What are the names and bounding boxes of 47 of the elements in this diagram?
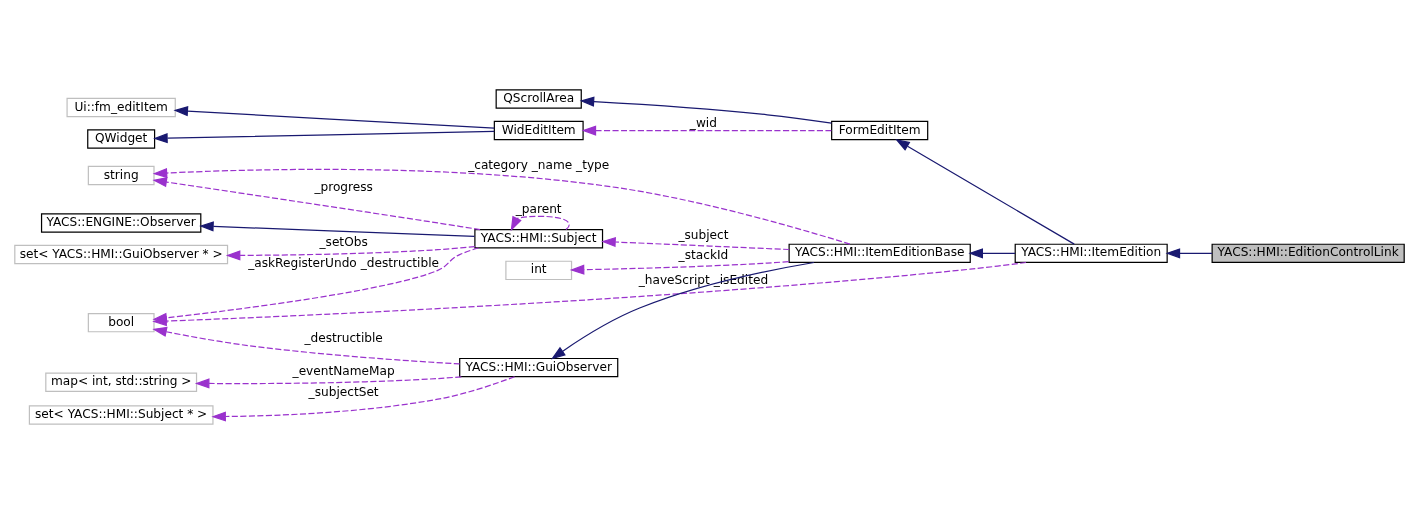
edge-label: _askRegisterUndo _destructible (248, 255, 440, 270)
arrow (194, 375, 462, 389)
node-box: map< int, std::string > (45, 371, 198, 392)
node-box: YACS::HMI::ItemEdition (1014, 243, 1168, 263)
node-box: YACS::HMI::EditionControlLink (1211, 243, 1405, 263)
arrow (1165, 247, 1213, 258)
edge-label: _eventNameMap (292, 363, 395, 378)
node-box: Ui::fm_editItem (66, 97, 176, 117)
arrow (579, 96, 833, 124)
node-box: bool (87, 312, 155, 332)
arrow (152, 246, 480, 323)
node-box: FormEditItem (831, 120, 929, 140)
node-box: QWidget (87, 128, 156, 149)
edge-label: _parent (515, 201, 562, 216)
edge-label: _wid (689, 115, 717, 130)
edge-label: _destructible (304, 330, 383, 345)
node-box: YACS::HMI::ItemEditionBase (788, 243, 971, 263)
node-box: YACS::ENGINE::Observer (40, 212, 202, 233)
node-box: WidEditItem (493, 120, 584, 140)
edge-label: _progress (314, 179, 373, 194)
edge-label: _subjectSet (308, 384, 379, 399)
arrow (173, 105, 495, 129)
arrow (225, 245, 476, 260)
edge-label: _subject (678, 227, 729, 242)
arrow (510, 215, 570, 231)
arrow (152, 326, 461, 364)
arrow (968, 247, 1016, 258)
arrow (569, 260, 790, 275)
node-box: string (87, 165, 155, 185)
edge-label: _category _name _type (468, 157, 610, 172)
node-box: set< YACS::HMI::GuiObserver * > (14, 244, 229, 264)
node-box: YACS::HMI::Subject (474, 228, 604, 248)
arrow (550, 261, 815, 359)
node-box: int (505, 260, 573, 280)
arrow (153, 130, 495, 143)
arrow (895, 138, 1075, 245)
node-box: YACS::HMI::GuiObserver (459, 357, 619, 377)
arrow (211, 375, 516, 422)
arrow (152, 167, 851, 245)
edge-label: _stackId (678, 247, 729, 262)
node-box: QScrollArea (495, 88, 582, 109)
node-box: set< YACS::HMI::Subject * > (28, 404, 214, 425)
arrow (581, 124, 832, 136)
arrow (152, 176, 481, 230)
arrow (601, 236, 790, 250)
edge-label: _setObs (319, 234, 368, 249)
arrow (199, 220, 476, 237)
